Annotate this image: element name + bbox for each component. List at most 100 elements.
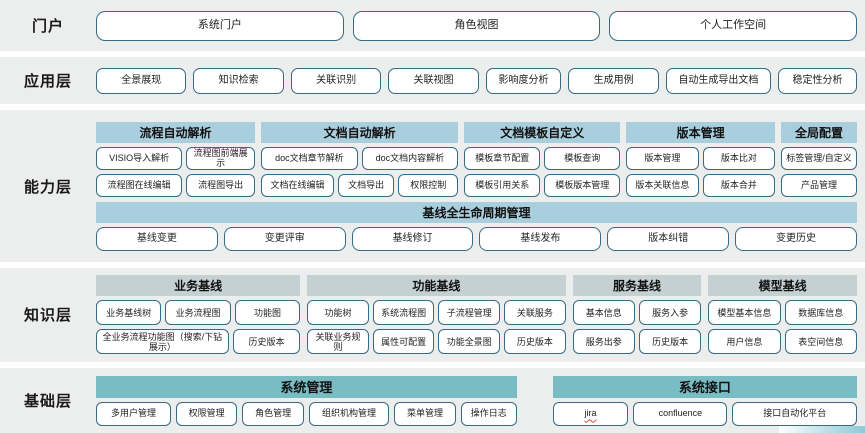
- baseline-lifecycle-block: 基线全生命周期管理 基线变更 变更评审 基线修订 基线发布 版本纠错 变更历史: [96, 201, 857, 251]
- layer-label-knowledge: 知识层: [23, 307, 72, 325]
- cap-item-version-merge[interactable]: 版本合并: [702, 173, 776, 197]
- knowledge-row: 用户信息 表空间信息: [708, 329, 857, 355]
- kn-item-business-flowchart[interactable]: 业务流程图: [165, 300, 231, 326]
- kn-item-history-version-function[interactable]: 历史版本: [504, 329, 566, 355]
- app-item-relation-view[interactable]: 关联视图: [388, 67, 479, 94]
- base-item-role-management[interactable]: 角色管理: [242, 401, 304, 426]
- capability-row: 文档在线编辑 文档导出 权限控制: [261, 173, 459, 197]
- application-button-row: 全景展现 知识检索 关联识别 关联视图 影响度分析 生成用例 自动生成导出文档 …: [96, 67, 857, 94]
- layer-capability: 能力层 流程自动解析 VISIO导入解析 流程图前端展示 流程图在线编辑 流程图…: [0, 110, 865, 262]
- cap-item-template-query[interactable]: 模板查询: [544, 146, 621, 170]
- portal-item-personal-workspace[interactable]: 个人工作空间: [609, 10, 858, 41]
- cap-item-doc-online-edit[interactable]: 文档在线编辑: [261, 173, 334, 197]
- foundation-group-system-interface: 系统接口 jira confluence 接口自动化平台: [552, 375, 857, 426]
- baseline-lifecycle-header: 基线全生命周期管理: [96, 201, 857, 223]
- cap-item-permission-control[interactable]: 权限控制: [398, 173, 459, 197]
- cap-item-doc-content-parse[interactable]: doc文档内容解析: [361, 146, 459, 170]
- capability-row: 版本管理 版本比对: [626, 146, 776, 170]
- capability-row: 版本关联信息 版本合并: [626, 173, 776, 197]
- portal-item-system-portal[interactable]: 系统门户: [96, 10, 344, 41]
- layer-label-portal: 门户: [31, 18, 64, 36]
- cap-item-version-compare[interactable]: 版本比对: [702, 146, 776, 170]
- kn-item-subprocess-management[interactable]: 子流程管理: [438, 300, 501, 326]
- app-item-relation-recognition[interactable]: 关联识别: [290, 67, 382, 94]
- cap-item-template-reference-relation[interactable]: 模板引用关系: [464, 173, 541, 197]
- layer-label-capability: 能力层: [23, 178, 72, 196]
- capability-group-process-parsing: 流程自动解析 VISIO导入解析 流程图前端展示 流程图在线编辑 流程图导出: [96, 121, 256, 197]
- layer-portal: 门户 系统门户 角色视图 个人工作空间: [0, 0, 865, 52]
- group-header-document-parsing: 文档自动解析: [261, 121, 459, 143]
- cap-item-flowchart-online-edit[interactable]: 流程图在线编辑: [96, 173, 183, 197]
- base-item-interface-automation-platform[interactable]: 接口自动化平台: [732, 401, 857, 426]
- cap-item-flowchart-frontend-display[interactable]: 流程图前端展示: [186, 146, 256, 170]
- kn-item-history-version[interactable]: 历史版本: [232, 329, 301, 355]
- kn-item-full-business-flow-function-diagram[interactable]: 全业务流程功能图（搜索/下钻展示）: [96, 329, 229, 355]
- kn-item-user-info[interactable]: 用户信息: [708, 329, 781, 355]
- kn-item-related-business-rules[interactable]: 关联业务规则: [307, 329, 369, 355]
- kn-item-basic-info[interactable]: 基本信息: [572, 300, 635, 326]
- knowledge-row: 业务基线树 业务流程图 功能图: [96, 300, 301, 326]
- layer-body-knowledge: 业务基线 业务基线树 业务流程图 功能图 全业务流程功能图（搜索/下钻展示） 历…: [96, 275, 865, 355]
- kn-item-function-diagram[interactable]: 功能图: [234, 300, 301, 326]
- knowledge-group-model-baseline: 模型基线 模型基本信息 数据库信息 用户信息 表空间信息: [708, 275, 857, 355]
- knowledge-row: 功能树 系统流程图 子流程管理 关联服务: [307, 300, 566, 326]
- group-header-model-baseline: 模型基线: [708, 275, 857, 297]
- group-header-service-baseline: 服务基线: [572, 275, 702, 297]
- kn-item-history-version-service[interactable]: 历史版本: [638, 329, 702, 355]
- app-item-generate-usecase[interactable]: 生成用例: [568, 67, 659, 94]
- baseline-item-change-review[interactable]: 变更评审: [223, 226, 346, 251]
- layer-body-application: 全景展现 知识检索 关联识别 关联视图 影响度分析 生成用例 自动生成导出文档 …: [96, 67, 865, 94]
- kn-item-system-flowchart[interactable]: 系统流程图: [372, 300, 435, 326]
- kn-item-function-panorama[interactable]: 功能全景图: [438, 329, 501, 355]
- kn-item-function-tree[interactable]: 功能树: [307, 300, 369, 326]
- app-item-auto-export-doc[interactable]: 自动生成导出文档: [665, 67, 772, 94]
- kn-item-attribute-configurable[interactable]: 属性可配置: [372, 329, 435, 355]
- cap-item-tag-management-custom[interactable]: 标签管理/自定义: [781, 146, 857, 170]
- capability-row: 模板引用关系 模板版本管理: [464, 173, 621, 197]
- cap-item-doc-chapter-parse[interactable]: doc文档章节解析: [261, 146, 358, 170]
- base-item-confluence[interactable]: confluence: [633, 401, 728, 426]
- baseline-item-change[interactable]: 基线变更: [96, 226, 218, 251]
- capability-row: 模板章节配置 模板查询: [464, 146, 621, 170]
- kn-item-business-baseline-tree[interactable]: 业务基线树: [96, 300, 162, 326]
- base-item-multi-user-management[interactable]: 多用户管理: [96, 401, 171, 426]
- cap-item-doc-export[interactable]: 文档导出: [337, 173, 395, 197]
- cap-item-template-chapter-config[interactable]: 模板章节配置: [464, 146, 541, 170]
- baseline-item-version-correction[interactable]: 版本纠错: [607, 226, 730, 251]
- group-header-global-config: 全局配置: [781, 121, 857, 143]
- cap-item-template-version-mgmt[interactable]: 模板版本管理: [544, 173, 621, 197]
- layer-body-foundation: 系统管理 多用户管理 权限管理 角色管理 组织机构管理 菜单管理 操作日志 系统…: [96, 375, 865, 426]
- app-item-impact-analysis[interactable]: 影响度分析: [485, 67, 562, 94]
- base-item-jira[interactable]: jira: [552, 401, 629, 426]
- cap-item-visio-import-parse[interactable]: VISIO导入解析: [96, 146, 183, 170]
- cap-item-flowchart-export[interactable]: 流程图导出: [186, 173, 256, 197]
- kn-item-tablespace-info[interactable]: 表空间信息: [784, 329, 857, 355]
- cap-item-version-relation-info[interactable]: 版本关联信息: [626, 173, 699, 197]
- base-item-permission-management[interactable]: 权限管理: [175, 401, 238, 426]
- group-header-business-baseline: 业务基线: [96, 275, 301, 297]
- baseline-item-change-history[interactable]: 变更历史: [735, 226, 857, 251]
- kn-item-model-basic-info[interactable]: 模型基本信息: [708, 300, 781, 326]
- cap-item-version-management[interactable]: 版本管理: [626, 146, 699, 170]
- app-item-stability-analysis[interactable]: 稳定性分析: [778, 67, 857, 94]
- portal-item-role-view[interactable]: 角色视图: [352, 10, 601, 41]
- capability-group-document-parsing: 文档自动解析 doc文档章节解析 doc文档内容解析 文档在线编辑 文档导出 权…: [261, 121, 459, 197]
- capability-group-global-config: 全局配置 标签管理/自定义 产品管理: [781, 121, 857, 197]
- app-item-knowledge-search[interactable]: 知识检索: [193, 67, 284, 94]
- layer-foundation: 基础层 系统管理 多用户管理 权限管理 角色管理 组织机构管理 菜单管理 操作日…: [0, 368, 865, 433]
- base-item-operation-log[interactable]: 操作日志: [460, 401, 517, 426]
- baseline-item-revision[interactable]: 基线修订: [351, 226, 474, 251]
- base-item-org-structure-management[interactable]: 组织机构管理: [308, 401, 390, 426]
- baseline-item-release[interactable]: 基线发布: [479, 226, 602, 251]
- knowledge-group-business-baseline: 业务基线 业务基线树 业务流程图 功能图 全业务流程功能图（搜索/下钻展示） 历…: [96, 275, 301, 355]
- cap-item-product-management[interactable]: 产品管理: [781, 173, 857, 197]
- kn-item-service-output-param[interactable]: 服务出参: [572, 329, 635, 355]
- kn-item-database-info[interactable]: 数据库信息: [784, 300, 857, 326]
- portal-button-row: 系统门户 角色视图 个人工作空间: [96, 10, 858, 41]
- kn-item-service-input-param[interactable]: 服务入参: [638, 300, 702, 326]
- kn-item-related-service[interactable]: 关联服务: [504, 300, 566, 326]
- base-item-menu-management[interactable]: 菜单管理: [394, 401, 456, 426]
- app-item-panorama[interactable]: 全景展现: [96, 67, 187, 94]
- capability-row: 产品管理: [781, 173, 857, 197]
